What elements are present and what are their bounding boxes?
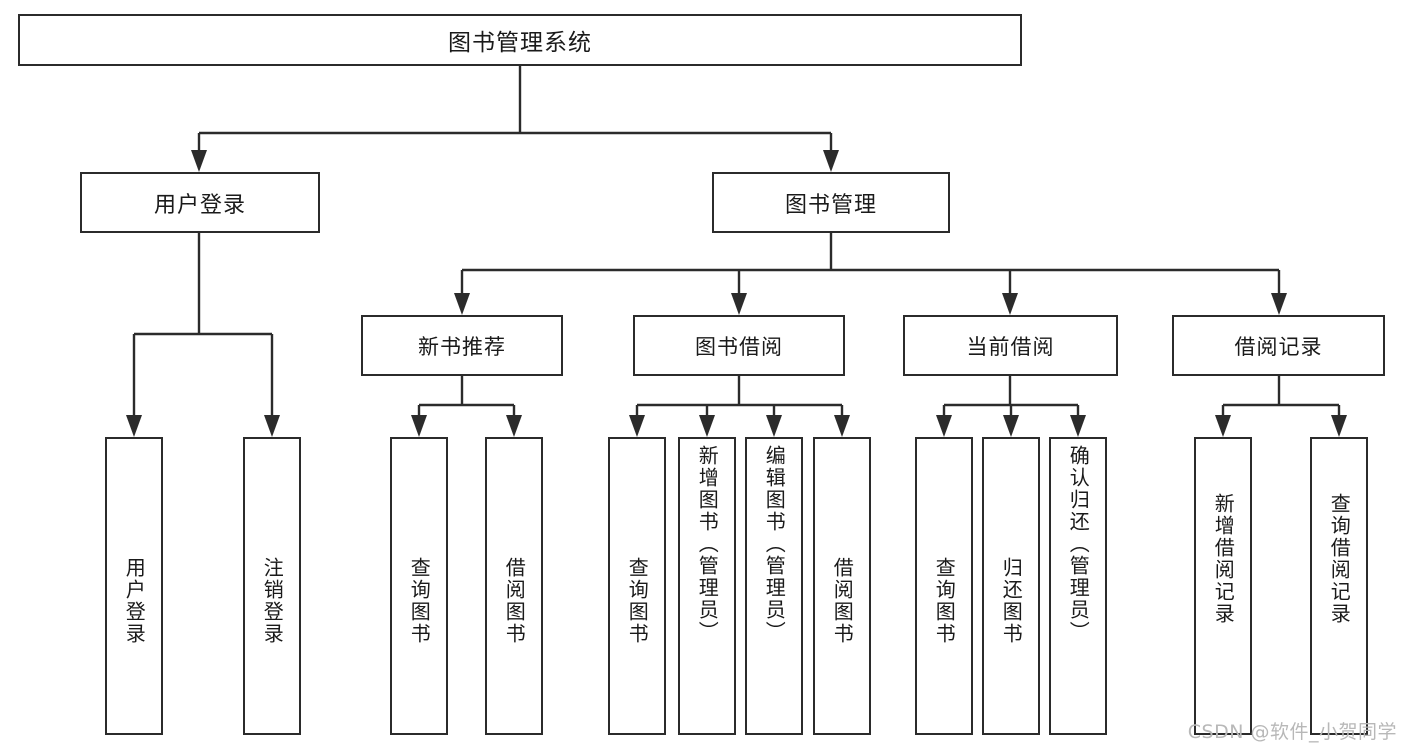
node-leaf-query-borrow-record[interactable]: 查询借阅记录 [1310,437,1368,735]
node-label: 新书推荐 [418,334,506,359]
arrow-book-manage [823,150,839,172]
arrow-leaf-edit-book [766,415,782,437]
node-label: 新增图书（管理员） [695,445,720,643]
node-leaf-add-borrow-record[interactable]: 新增借阅记录 [1194,437,1252,735]
node-label: 用户登录 [153,192,246,218]
arrow-leaf-query-record [1331,415,1347,437]
arrow-leaf-query-book-3 [936,415,952,437]
arrow-leaf-add-book [699,415,715,437]
node-book-borrow[interactable]: 图书借阅 [633,315,845,376]
node-label: 图书管理系统 [448,30,592,56]
node-user-login[interactable]: 用户登录 [80,172,320,233]
node-label: 当前借阅 [966,334,1055,359]
node-label: 确认归还（管理员） [1066,445,1091,643]
node-label: 查询借阅记录 [1327,493,1352,625]
arrow-leaf-confirm-return [1070,415,1086,437]
node-leaf-edit-book[interactable]: 编辑图书（管理员） [745,437,803,735]
node-leaf-confirm-return[interactable]: 确认归还（管理员） [1049,437,1107,735]
node-leaf-query-book-3[interactable]: 查询图书 [915,437,973,735]
node-label: 查询图书 [625,557,650,645]
node-label: 新增借阅记录 [1211,493,1236,625]
node-label: 查询图书 [932,557,957,645]
arrow-leaf-borrow-book-2 [834,415,850,437]
watermark-text: CSDN @软件_小贺同学 [1187,721,1397,743]
node-borrow-record[interactable]: 借阅记录 [1172,315,1385,376]
node-label: 借阅图书 [502,557,527,645]
node-root-book-management-system[interactable]: 图书管理系统 [18,14,1022,66]
node-book-manage[interactable]: 图书管理 [712,172,950,233]
node-label: 用户登录 [122,557,147,645]
node-label: 归还图书 [999,557,1024,645]
arrow-book-borrow [731,293,747,315]
arrow-leaf-borrow-book-1 [506,415,522,437]
arrow-user-login [191,150,207,172]
arrow-leaf-add-record [1215,415,1231,437]
arrow-leaf-query-book-2 [629,415,645,437]
node-leaf-borrow-book-1[interactable]: 借阅图书 [485,437,543,735]
node-label: 注销登录 [260,557,285,645]
node-label: 图书管理 [784,192,877,218]
arrow-leaf-return-book [1003,415,1019,437]
node-label: 编辑图书（管理员） [762,445,787,643]
node-leaf-user-login[interactable]: 用户登录 [105,437,163,735]
node-current-borrow[interactable]: 当前借阅 [903,315,1118,376]
arrow-new-book-rec [454,293,470,315]
arrow-leaf-query-book-1 [411,415,427,437]
node-leaf-return-book[interactable]: 归还图书 [982,437,1040,735]
node-leaf-add-book[interactable]: 新增图书（管理员） [678,437,736,735]
node-leaf-user-logout[interactable]: 注销登录 [243,437,301,735]
node-leaf-borrow-book-2[interactable]: 借阅图书 [813,437,871,735]
node-new-book-recommendation[interactable]: 新书推荐 [361,315,563,376]
node-label: 查询图书 [407,557,432,645]
arrow-current-borrow [1002,293,1018,315]
arrow-borrow-record [1271,293,1287,315]
node-label: 借阅图书 [830,557,855,645]
node-leaf-query-book-2[interactable]: 查询图书 [608,437,666,735]
node-leaf-query-book-1[interactable]: 查询图书 [390,437,448,735]
node-label: 图书借阅 [695,334,783,359]
node-label: 借阅记录 [1234,334,1323,359]
arrow-leaf-user-logout [264,415,280,437]
arrow-leaf-user-login [126,415,142,437]
